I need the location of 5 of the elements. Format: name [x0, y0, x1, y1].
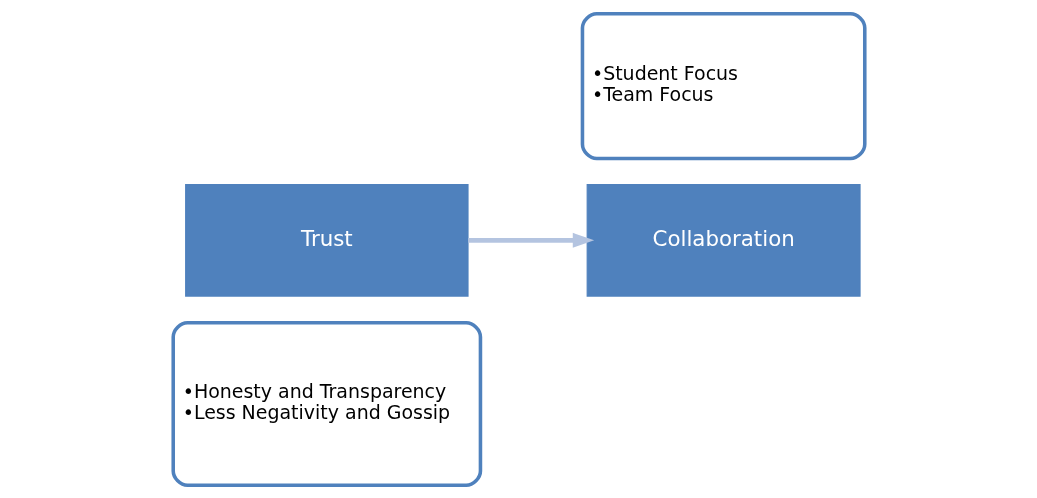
node-box: Collaboration	[586, 183, 861, 297]
arrow	[467, 232, 594, 248]
node-box: Trust	[184, 183, 469, 297]
node-box: •Honesty and Transparency •Less Negativity and Gossip	[170, 320, 482, 487]
node-box: •Student Focus •Team Focus	[580, 11, 867, 160]
